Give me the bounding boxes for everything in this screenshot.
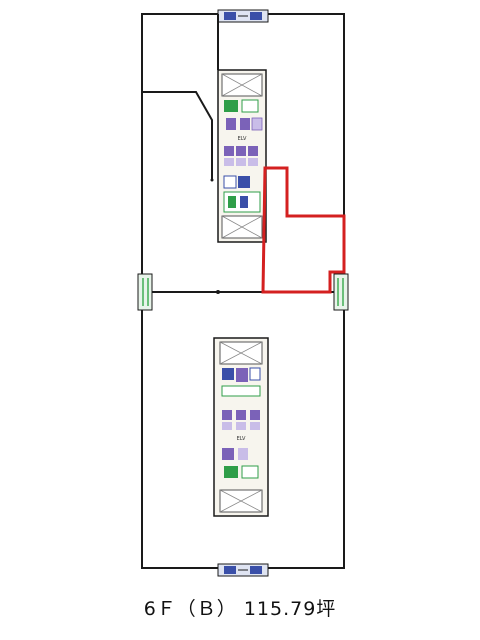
highlighted-unit-outline [261, 166, 346, 294]
top-stair-window [217, 9, 269, 23]
bottom-stair-window [217, 563, 269, 577]
left-window [137, 273, 153, 311]
upper-core: ELV [217, 69, 267, 243]
lower-core: ELV [213, 337, 269, 517]
floor-caption: 6Ｆ（Ｂ） 115.79坪 [143, 598, 337, 620]
lower-core-label: ELV [237, 436, 246, 442]
upper-core-label: ELV [238, 136, 247, 142]
door-markers [210, 178, 220, 294]
right-window [333, 273, 349, 311]
